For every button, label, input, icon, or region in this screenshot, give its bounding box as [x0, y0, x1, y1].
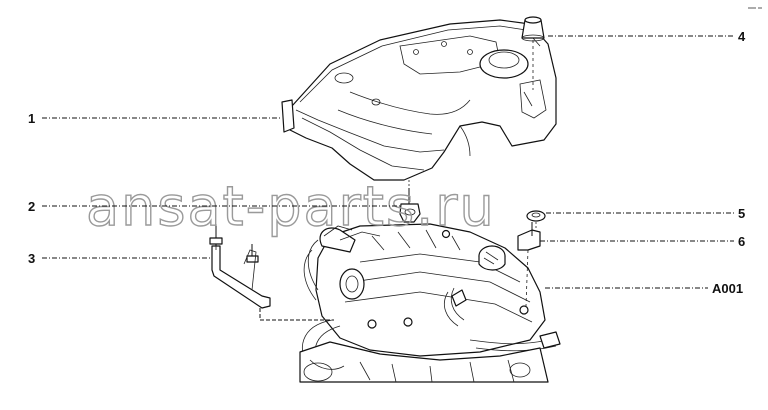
nut [526, 210, 546, 222]
callout-5: 5 [738, 206, 745, 221]
callout-1: 1 [28, 111, 35, 126]
watermark-text: ansat-parts.ru [86, 175, 496, 238]
callout-assembly: A001 [712, 281, 743, 296]
engine-cover [281, 19, 557, 181]
support-bracket [209, 224, 271, 309]
callout-3: 3 [28, 251, 35, 266]
mounting-clip [517, 222, 541, 251]
callout-4: 4 [738, 29, 746, 44]
callout-2: 2 [28, 199, 35, 214]
rubber-plug [521, 16, 545, 42]
engine-assembly [299, 223, 561, 383]
callout-6: 6 [738, 234, 745, 249]
mounting-bolt [399, 188, 421, 223]
leader-lines [42, 35, 734, 321]
